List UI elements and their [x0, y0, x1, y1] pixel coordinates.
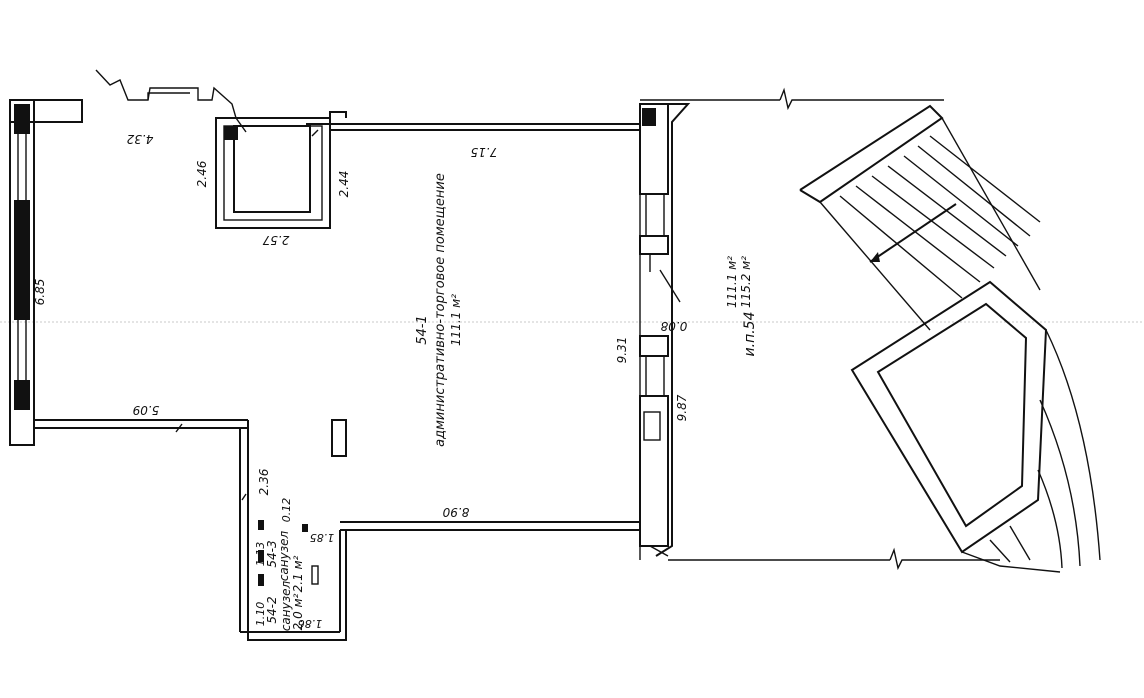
section-area-1: 111.1 м² — [725, 256, 739, 308]
room-area: 111.1 м² — [449, 294, 463, 346]
top-wall — [306, 111, 640, 131]
room-area-54-3: 2.1 м² — [291, 555, 305, 592]
room-name: административно-торговое помещение — [433, 173, 448, 447]
left-wall — [9, 99, 248, 446]
dimension-ticks — [175, 129, 319, 501]
top-left-niche — [95, 69, 247, 133]
room-code-54-1: 54-1 — [415, 315, 430, 345]
dimension-1-13: 1.13 — [254, 542, 267, 567]
room-name-54-2: санузел — [279, 581, 293, 632]
column — [331, 419, 347, 457]
dimension-1-86: 1.86 — [298, 617, 323, 630]
room-code-54-3: 54-3 — [265, 540, 279, 567]
bottom-walls — [239, 420, 640, 641]
dimension-8-90: 8.90 — [442, 505, 469, 519]
room-code-54-2: 54-2 — [265, 596, 279, 623]
courtyard — [640, 87, 1000, 571]
dimension-2-57: 2.57 — [262, 233, 289, 247]
dimension-0-08: 0.08 — [660, 319, 687, 333]
room-area-54-2: 2.0 м² — [291, 593, 305, 630]
shaft-box — [215, 117, 331, 229]
dimension-9-31: 9.31 — [615, 337, 629, 364]
dimension-5-09: 5.09 — [133, 403, 160, 417]
section-area-2: 115.2 м² — [739, 256, 753, 308]
section-label: и.п.54 — [742, 312, 758, 357]
dimension-0-12: 0.12 — [280, 498, 293, 523]
right-wall — [639, 103, 691, 560]
stepped-structure — [799, 104, 1101, 573]
room-name-54-3: санузел — [277, 531, 291, 582]
dimension-4-32: 4.32 — [127, 132, 154, 146]
dimension-2-46: 2.46 — [195, 160, 209, 187]
dimension-2-36: 2.36 — [257, 468, 271, 495]
dimension-6-85: 6.85 — [33, 279, 47, 306]
dimension-9-87: 9.87 — [675, 394, 689, 421]
dimension-1-85: 1.85 — [310, 531, 335, 544]
dimension-2-44: 2.44 — [337, 171, 351, 198]
dimension-1-10: 1.10 — [254, 602, 267, 627]
dimension-7-15: 7.15 — [471, 145, 498, 159]
